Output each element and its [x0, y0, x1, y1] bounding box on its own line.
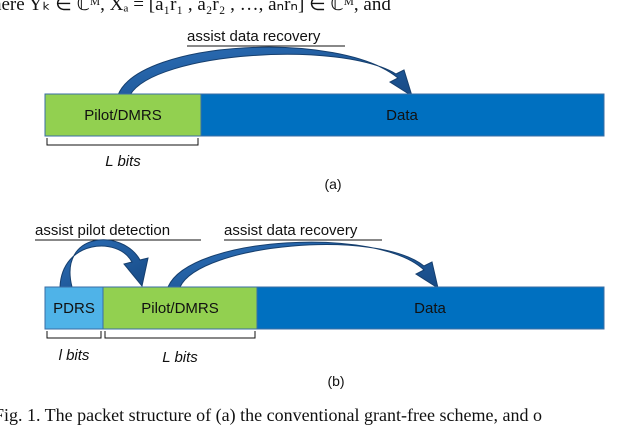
- l-bits-label-large: L bits: [162, 349, 198, 366]
- sublabel-a: (a): [324, 176, 341, 192]
- panel-a: assist data recovery Pilot/DMRS Data L b…: [44, 28, 605, 192]
- l-bits-label-a: L bits: [105, 153, 141, 170]
- pilot-dmrs-block-b: [102, 286, 258, 330]
- pdrs-block: [44, 286, 104, 330]
- data-label-b: Data: [414, 300, 446, 317]
- l-bits-label-small: l bits: [59, 347, 90, 364]
- annotation-assist-pilot-detection: assist pilot detection: [35, 222, 170, 239]
- brace-l-bits-small: [46, 331, 102, 339]
- brace-l-bits-a: [46, 138, 199, 146]
- curved-arrow-icon: [117, 46, 413, 98]
- data-label-a: Data: [386, 107, 418, 124]
- pdrs-label: PDRS: [53, 300, 95, 317]
- figure-caption: Fig. 1. The packet structure of (a) the …: [0, 405, 542, 426]
- pilot-dmrs-label-a: Pilot/DMRS: [84, 107, 162, 124]
- annotation-assist-data-recovery-a: assist data recovery: [187, 28, 321, 45]
- curved-arrow-icon: [59, 239, 149, 288]
- panel-b: assist pilot detection assist data recov…: [35, 222, 605, 389]
- data-block-b: [256, 286, 605, 330]
- brace-l-bits-large: [104, 331, 256, 339]
- curved-arrow-icon: [167, 241, 439, 290]
- annotation-assist-data-recovery-b: assist data recovery: [224, 222, 358, 239]
- formula-fragment: here Yₖ ∈ ℂᴹ, Xₐ = [a₁r₁ , a₂r₂ , …, aₙr…: [0, 0, 391, 15]
- data-block-a: [200, 93, 605, 137]
- pilot-dmrs-label-b: Pilot/DMRS: [141, 300, 219, 317]
- sublabel-b: (b): [327, 373, 344, 389]
